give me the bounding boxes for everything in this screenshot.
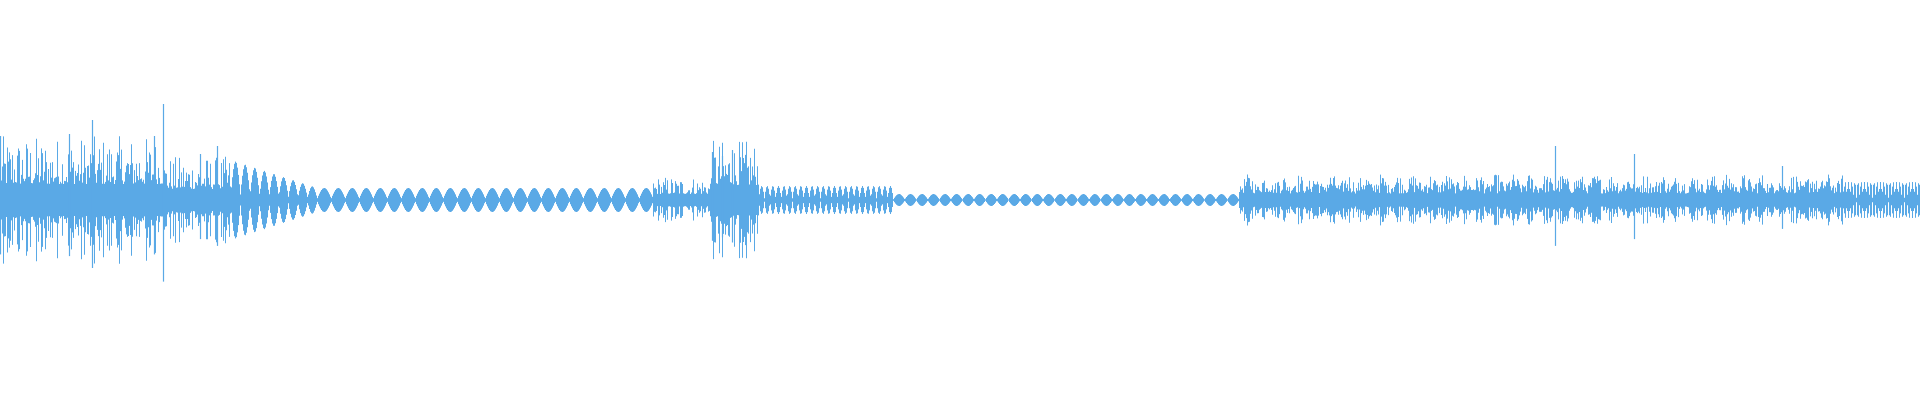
waveform-bars — [0, 104, 1920, 282]
